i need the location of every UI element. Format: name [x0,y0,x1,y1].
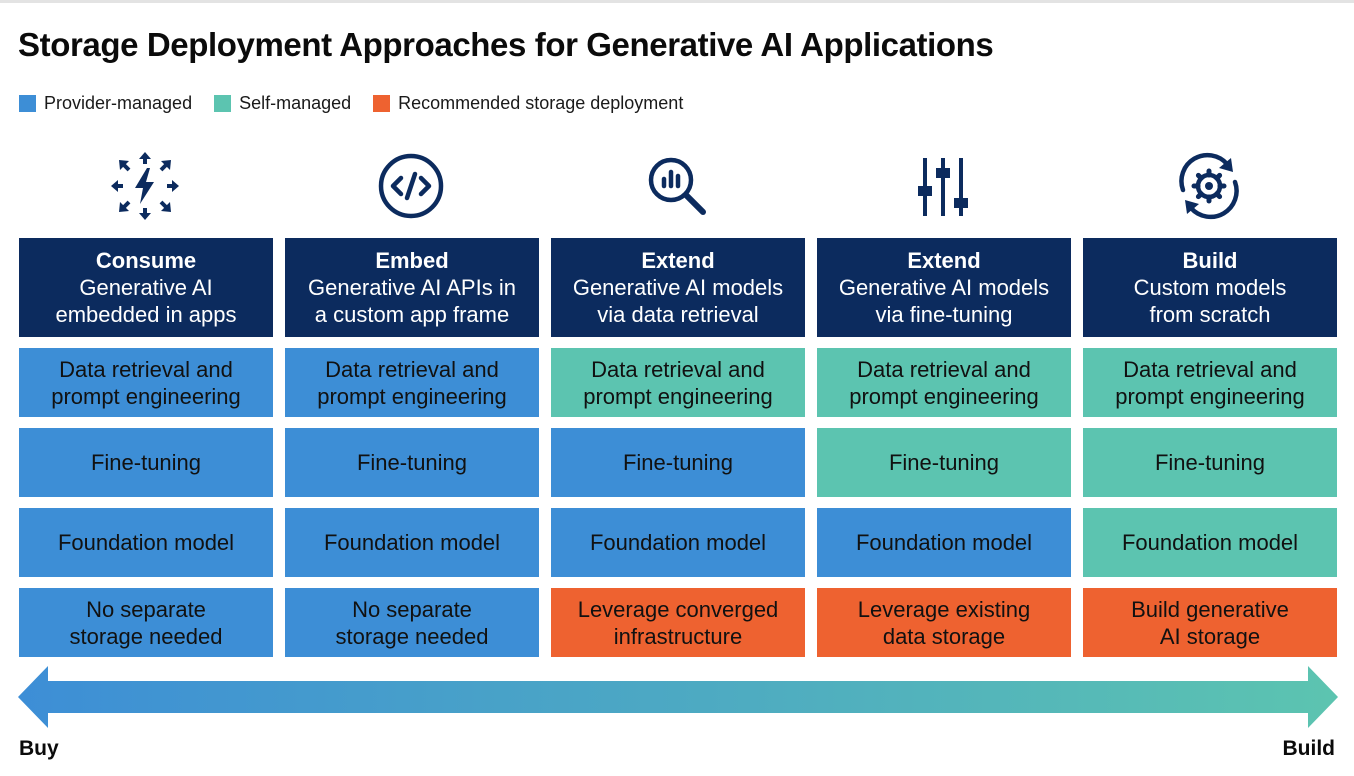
cell-text-line: Fine-tuning [888,450,1000,475]
column-header-embed: Embed Generative AI APIs in a custom app… [285,238,539,337]
cell-foundation-model: Foundation model [817,508,1071,577]
cell-foundation-model: Foundation model [1083,508,1337,577]
cell-text-line: Foundation model [1121,530,1299,555]
cell-text-line: infrastructure [613,623,743,649]
legend-item-self-managed: Self-managed [214,93,351,114]
cell-fine-tuning: Fine-tuning [1083,428,1337,497]
column-title: Extend [641,248,715,273]
cell-text-line: No separate [352,596,472,622]
cell-text-line: Data retrieval and [857,356,1031,382]
cell-foundation-model: Foundation model [19,508,273,577]
cell-text-line: prompt engineering [51,383,241,409]
column-header-build: Build Custom models from scratch [1083,238,1337,337]
legend-label-self-managed: Self-managed [239,92,352,113]
cell-text-line: Data retrieval and [325,356,499,382]
column-subtitle-line: Generative AI APIs in [308,275,516,300]
cell-text-line: Foundation model [323,530,501,555]
column-subtitle-line: Generative AI models [572,275,784,300]
cell-text-line: storage needed [69,623,223,649]
column-header-consume: Consume Generative AI embedded in apps [19,238,273,337]
column-subtitle-line: a custom app frame [314,302,510,327]
cell-text-line: Fine-tuning [1154,450,1266,475]
cell-text-line: prompt engineering [317,383,507,409]
chart-magnifier-icon [641,150,713,222]
column-subtitle-line: Generative AI models [838,275,1050,300]
column-subtitle-line: via data retrieval [597,302,759,327]
column-title: Consume [95,248,197,273]
gear-cycle-icon [1173,150,1245,222]
cell-text-line: Fine-tuning [356,450,468,475]
cell-text-line: Foundation model [855,530,1033,555]
legend-swatch-self-managed [214,94,232,112]
column-title: Build [1182,248,1238,273]
cell-text-line: prompt engineering [1115,383,1305,409]
cell-text-line: prompt engineering [583,383,773,409]
cell-text-line: Data retrieval and [1123,356,1297,382]
scale-label-build: Build [1282,737,1336,760]
page-title: Storage Deployment Approaches for Genera… [18,26,994,63]
legend-swatch-recommended [373,94,391,112]
burst-arrows-icon [109,150,181,222]
cell-text-line: Fine-tuning [622,450,734,475]
sliders-icon [907,150,979,222]
column-subtitle-line: Generative AI [79,275,213,300]
column-title: Extend [907,248,981,273]
legend-item-provider-managed: Provider-managed [19,93,192,114]
scale-label-buy: Buy [19,737,59,760]
cell-text-line: prompt engineering [849,383,1039,409]
column-subtitle-line: embedded in apps [55,302,237,327]
cell-fine-tuning: Fine-tuning [19,428,273,497]
cell-foundation-model: Foundation model [551,508,805,577]
legend: Provider-managed Self-managed Recommende… [19,91,705,115]
cell-fine-tuning: Fine-tuning [551,428,805,497]
top-divider [0,0,1354,3]
column-subtitle-line: Custom models [1133,275,1287,300]
cell-text-line: data storage [882,623,1006,649]
cell-text-line: Fine-tuning [90,450,202,475]
cell-text-line: Leverage existing [857,596,1031,622]
column-header-extend-retrieval: Extend Generative AI models via data ret… [551,238,805,337]
column-subtitle-line: via fine-tuning [875,302,1013,327]
cell-text-line: Data retrieval and [59,356,233,382]
legend-swatch-provider-managed [19,94,36,112]
cell-text-line: AI storage [1159,623,1261,649]
column-header-extend-fine-tuning: Extend Generative AI models via fine-tun… [817,238,1071,337]
cell-fine-tuning: Fine-tuning [817,428,1071,497]
cell-foundation-model: Foundation model [285,508,539,577]
cell-text-line: Data retrieval and [591,356,765,382]
buy-build-arrow [18,666,1338,728]
cell-text-line: storage needed [335,623,489,649]
cell-text-line: Build generative [1131,596,1289,622]
column-title: Embed [375,248,449,273]
cell-text-line: No separate [86,596,206,622]
code-icon [375,150,447,222]
legend-label-recommended: Recommended storage deployment [398,92,684,113]
cell-text-line: Leverage converged [577,596,779,622]
legend-label-provider-managed: Provider-managed [44,92,193,113]
column-subtitle-line: from scratch [1149,302,1271,327]
cell-text-line: Foundation model [57,530,235,555]
legend-item-recommended: Recommended storage deployment [373,93,683,114]
cell-fine-tuning: Fine-tuning [285,428,539,497]
cell-text-line: Foundation model [589,530,767,555]
